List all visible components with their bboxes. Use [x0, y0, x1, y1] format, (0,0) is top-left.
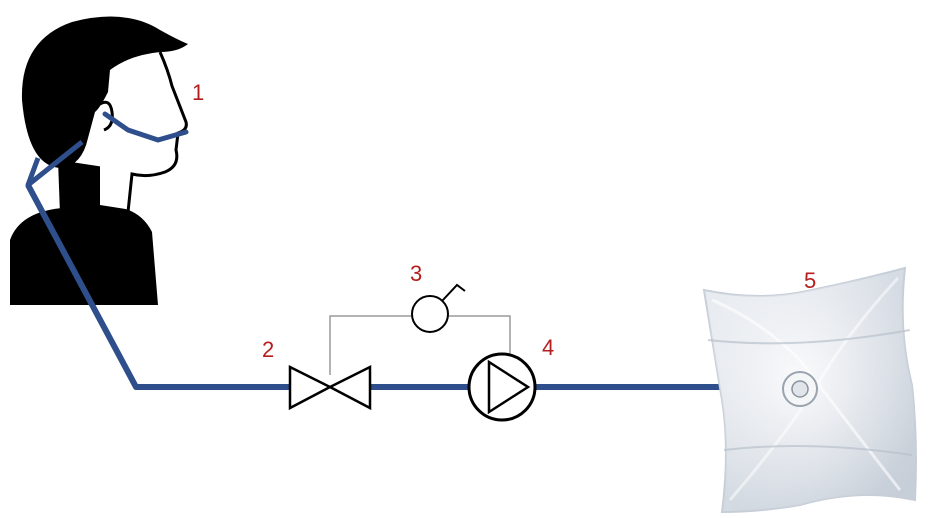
valve-symbol-icon [288, 364, 372, 411]
sample-bag-icon [702, 266, 917, 514]
mask-line [102, 111, 189, 143]
head-silhouette-icon [10, 16, 188, 305]
label-sensor: 3 [410, 261, 422, 286]
main-tube [25, 183, 290, 390]
sensor-symbol-icon [411, 283, 466, 333]
pump-symbol-icon [467, 352, 537, 422]
label-pump: 4 [542, 335, 554, 360]
label-bag: 5 [804, 268, 816, 293]
label-mask: 1 [192, 80, 204, 105]
label-valve: 2 [262, 337, 274, 362]
sensor-wiring [329, 315, 511, 375]
